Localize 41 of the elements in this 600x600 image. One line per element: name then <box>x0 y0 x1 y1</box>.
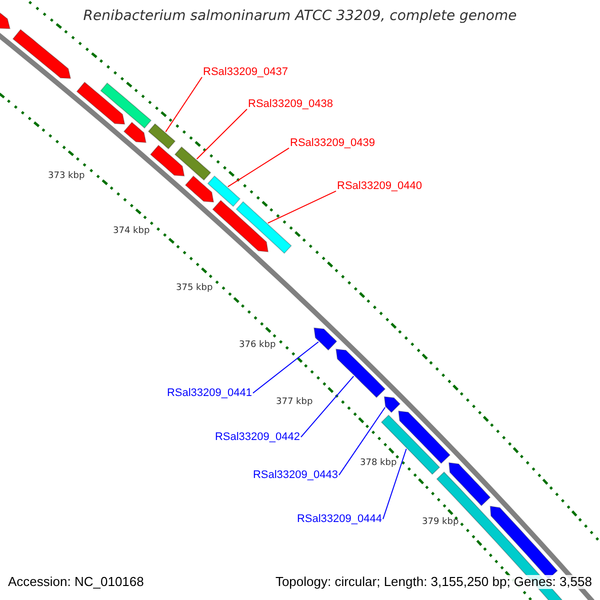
gene-feature <box>336 348 386 398</box>
gene-label: RSal33209_0444 <box>296 513 382 526</box>
feature-bar <box>148 123 176 150</box>
leader-line <box>227 148 290 188</box>
gene-feature <box>212 200 269 252</box>
gene-feature <box>314 327 338 351</box>
gene-label: RSal33209_0439 <box>290 137 376 150</box>
diagram-title: Renibacterium salmoninarum ATCC 33209, complete genome <box>82 9 518 24</box>
feature-bar <box>236 201 292 254</box>
gene-feature <box>123 122 147 144</box>
gene-feature <box>76 82 126 125</box>
feature-bar <box>174 146 212 181</box>
scale-label: 375 kbp <box>176 284 213 294</box>
feature-bar <box>100 82 152 129</box>
feature-bar <box>380 414 440 475</box>
gene-label: RSal33209_0438 <box>248 98 334 110</box>
leader-line <box>300 376 354 438</box>
gene-label: RSal33209_0442 <box>214 431 300 444</box>
gene-label: RSal33209_0441 <box>166 387 252 400</box>
scale-label: 373 kbp <box>48 172 85 182</box>
leader-line <box>252 341 319 394</box>
gene-feature <box>398 410 451 464</box>
gene-feature <box>150 144 185 176</box>
scale-label: 377 kbp <box>276 398 313 408</box>
gene-label: RSal33209_0437 <box>203 66 288 78</box>
scale-label: 376 kbp <box>239 341 276 351</box>
scale-label: 379 kbp <box>422 518 459 528</box>
gene-label: RSal33209_0440 <box>337 180 422 192</box>
feature-bar <box>207 175 241 207</box>
genome-info-text: Topology: circular; Length: 3,155,250 bp; Genes: 3,558 <box>275 575 592 590</box>
scale-label: 374 kbp <box>113 227 150 237</box>
leader-line <box>382 448 407 520</box>
leader-line <box>338 406 386 476</box>
gene-feature <box>448 462 491 506</box>
leader-line <box>267 190 336 224</box>
accession-text: Accession: NC_010168 <box>8 575 144 590</box>
gene-feature <box>12 28 72 79</box>
gene-feature <box>184 175 214 203</box>
scale-label: 378 kbp <box>360 459 397 469</box>
gene-feature <box>384 396 401 414</box>
gene-label: RSal33209_0443 <box>252 469 338 482</box>
